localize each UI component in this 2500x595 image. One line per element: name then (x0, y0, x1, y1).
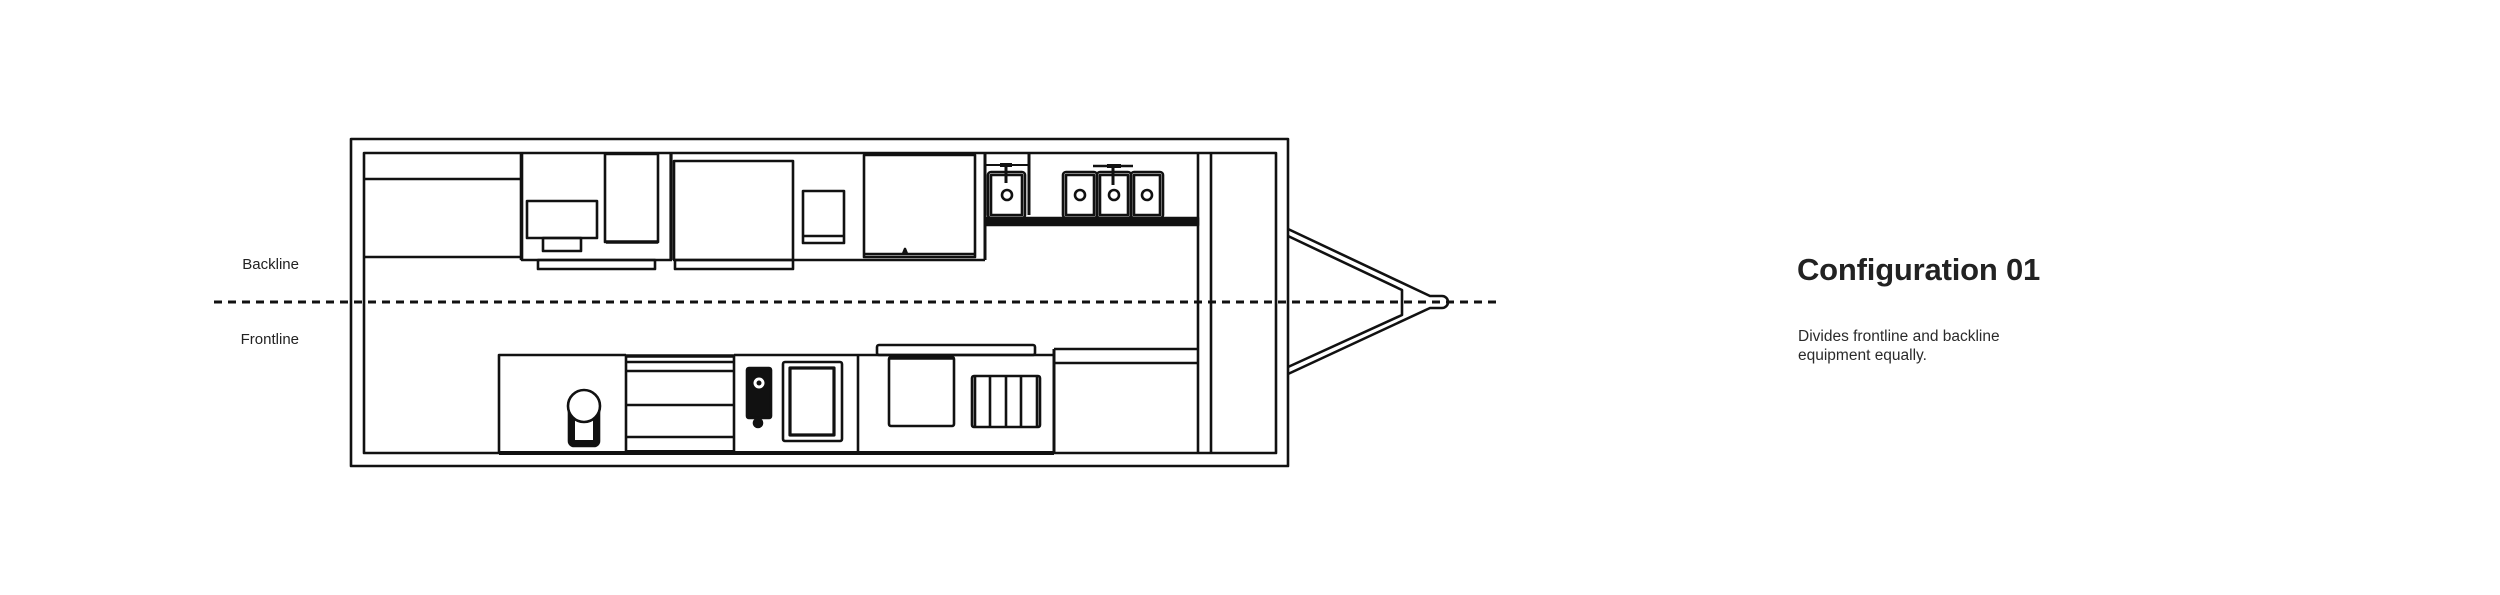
blender-icon (566, 388, 602, 448)
griddle-station (669, 154, 985, 271)
blender-station (497, 353, 626, 453)
outer-wall (349, 137, 1290, 468)
hand-sink (986, 153, 1031, 220)
three-compartment-sink (1061, 164, 1165, 220)
frontline-label: Frontline (240, 331, 299, 348)
grill-icon (970, 374, 1042, 429)
drawer-unit (624, 354, 734, 454)
backline-label: Backline (242, 256, 299, 273)
backline-counter (364, 153, 523, 260)
backline-equipment (364, 152, 1200, 271)
service-counter (1052, 347, 1198, 453)
refrigerator (862, 153, 977, 259)
small-unit (801, 189, 846, 245)
dispenser-and-sink (732, 353, 858, 453)
trailer-hitch (1287, 227, 1450, 376)
oven-and-grill-station (499, 343, 1054, 455)
configuration-description: Divides frontline and backline equipment… (1798, 328, 2000, 364)
dispenser-icon (745, 366, 773, 429)
upright-cabinet (603, 152, 660, 244)
small-sink-icon (781, 360, 844, 443)
frontline-equipment (497, 343, 1198, 455)
prep-station (520, 154, 672, 271)
sink-area (983, 153, 1200, 260)
configuration-title: Configuration 01 (1797, 252, 2041, 287)
